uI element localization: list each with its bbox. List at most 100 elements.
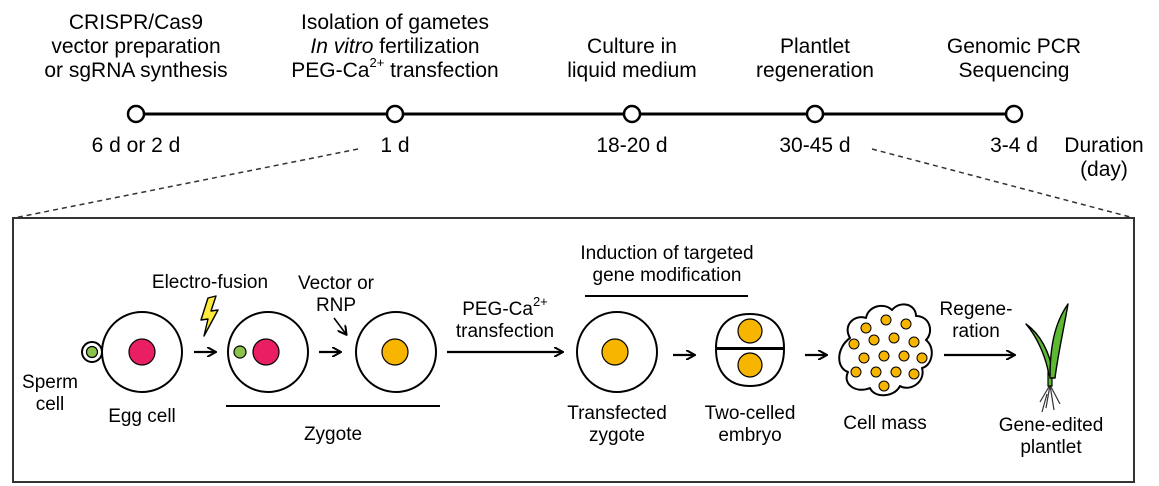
cell-mass-nucleus (890, 366, 902, 378)
step-5-line-2: Sequencing (958, 59, 1070, 82)
duration-step-5: 3-4 d (990, 134, 1038, 157)
step-3-label: Culture in liquid medium (542, 35, 722, 83)
step-2-line-3: PEG-Ca2+ transfection (265, 56, 525, 83)
duration-step-4: 30-45 d (779, 134, 851, 157)
peg-label-line-1: PEG-Ca2+ (440, 295, 570, 321)
step-5-label: Genomic PCR Sequencing (924, 35, 1104, 83)
egg-cell-label: Egg cell (108, 406, 176, 427)
peg-transfection-label: PEG-Ca2+ transfection (440, 295, 570, 343)
peg-label-sup: 2+ (532, 293, 548, 309)
duration-step-1: 6 d or 2 d (91, 134, 181, 157)
step-2-line-2-rest: fertilization (373, 35, 480, 58)
step-4-line-1: Plantlet (779, 35, 851, 58)
step-4-line-2: regeneration (756, 59, 874, 82)
step-2-line-3-pre: PEG-Ca (291, 59, 370, 82)
timeline-node-4 (805, 104, 825, 124)
peg-label-pre: PEG-Ca (462, 299, 533, 320)
step-1-label: CRISPR/Cas9 vector preparation or sgRNA … (36, 11, 236, 83)
cell-mass-nuclei (848, 314, 928, 392)
egg-nucleus (128, 338, 156, 366)
gene-edited-plantlet-label: Gene-edited plantlet (986, 415, 1116, 459)
cell-mass-nucleus (880, 314, 892, 326)
embryo-lower-nucleus (737, 352, 763, 378)
sperm-label-line-1: Sperm (22, 372, 78, 393)
step-2-line-3-post: transfection (384, 59, 499, 82)
duration-step-3: 18-20 d (596, 134, 668, 157)
cell-mass-nucleus (908, 368, 920, 380)
step-5-line-1: Genomic PCR (946, 35, 1082, 58)
embryo-upper-nucleus (737, 318, 763, 344)
step-2-line-2-italic: In vitro (310, 35, 374, 58)
duration-label-line-1: Duration (1064, 134, 1144, 157)
cell-mass-nucleus (900, 318, 912, 330)
zygote-label: Zygote (303, 424, 363, 445)
step-3-line-1: Culture in (587, 35, 677, 58)
detail-box (12, 217, 1135, 483)
regeneration-label: Regene- ration (928, 299, 1024, 343)
transfected-line-2: zygote (589, 425, 645, 446)
zoom-connector-left (13, 148, 359, 219)
duration-label-line-2: (day) (1080, 158, 1128, 181)
sperm-cell-label: Sperm cell (18, 372, 82, 416)
plantlet-icon (1025, 303, 1069, 413)
transfected-zygote-nucleus (601, 338, 629, 366)
step-2-line-1: Isolation of gametes (301, 11, 489, 34)
timeline-node-1 (126, 104, 146, 124)
cell-mass-nucleus (916, 352, 928, 364)
plantlet-line-1: Gene-edited (998, 415, 1104, 436)
cell-mass-nucleus (868, 334, 880, 346)
sperm-nucleus (85, 345, 99, 359)
vector-arrow (333, 317, 346, 334)
cell-mass-nucleus (848, 338, 860, 350)
electro-fusion-bolt-icon (200, 295, 219, 337)
step-2-line-2: In vitro fertilization (265, 35, 525, 59)
step-1-line-1: CRISPR/Cas9 (68, 11, 204, 34)
vector-label-line-1: Vector or (297, 273, 375, 294)
plantlet-leaf-left (1025, 323, 1054, 376)
cell-mass-nucleus (888, 332, 900, 344)
step-2-line-3-sup: 2+ (369, 55, 385, 70)
two-celled-line-1: Two-celled (704, 403, 796, 424)
fused-sperm-nucleus (233, 345, 247, 359)
two-celled-embryo-label: Two-celled embryo (695, 403, 805, 447)
transfected-zygote-label: Transfected zygote (557, 403, 677, 447)
induction-label: Induction of targeted gene modification (557, 243, 777, 287)
timeline-node-2 (385, 104, 405, 124)
timeline-node-3 (622, 104, 642, 124)
transfected-line-1: Transfected (567, 403, 667, 424)
cell-mass-nucleus (878, 380, 890, 392)
timeline-node-5 (1004, 104, 1024, 124)
two-celled-line-2: embryo (718, 425, 782, 446)
vector-label-line-2: RNP (315, 295, 357, 316)
zoom-connector-right (871, 148, 1135, 219)
duration-step-2: 1 d (380, 134, 410, 157)
step-1-line-2: vector preparation (51, 35, 221, 58)
plantlet-roots (1039, 384, 1061, 413)
cell-mass-nucleus (860, 322, 872, 334)
step-4-label: Plantlet regeneration (735, 35, 895, 83)
cell-mass-nucleus (878, 350, 890, 362)
cell-mass-nucleus (858, 352, 870, 364)
electro-fusion-label: Electro-fusion (151, 272, 269, 293)
duration-axis-label: Duration (day) (1054, 134, 1154, 182)
induction-line-1: Induction of targeted (580, 243, 754, 264)
peg-label-line-2: transfection (455, 321, 555, 342)
plantlet-line-2: plantlet (1020, 437, 1082, 458)
step-3-line-2: liquid medium (567, 59, 697, 82)
vector-rnp-label: Vector or RNP (288, 273, 384, 317)
induction-line-2: gene modification (592, 265, 742, 286)
step-1-line-3: or sgRNA synthesis (44, 59, 228, 82)
cell-mass-nucleus (850, 366, 862, 378)
regen-line-2: ration (952, 321, 1000, 342)
cell-mass-nucleus (898, 350, 910, 362)
plantlet-leaf-right (1049, 303, 1069, 379)
cell-mass-nucleus (908, 336, 920, 348)
cell-mass-label: Cell mass (843, 413, 927, 434)
zygote-nucleus (381, 338, 409, 366)
step-2-label: Isolation of gametes In vitro fertilizat… (265, 11, 525, 83)
fused-egg-nucleus (252, 338, 280, 366)
sperm-label-line-2: cell (35, 394, 65, 415)
cell-mass-nucleus (870, 366, 882, 378)
